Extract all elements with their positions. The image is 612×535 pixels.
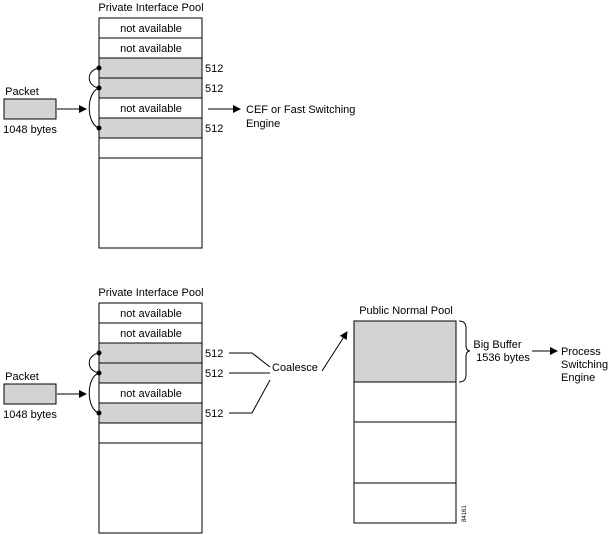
chain-link [88, 372, 100, 414]
pool-row-filled [98, 402, 203, 424]
row-size-label: 512 [205, 408, 223, 420]
pool-row-filled [98, 342, 203, 364]
top-engine-line2: Engine [246, 118, 280, 130]
pool-row-text: not available [120, 308, 182, 320]
bottom-chain-links [88, 350, 102, 416]
pool-row-text: not available [120, 328, 182, 340]
pool-row-text: not available [120, 103, 182, 115]
chain-dot [96, 410, 102, 416]
big-buffer-brace [458, 320, 471, 383]
chain-dot [96, 370, 102, 376]
public-pool-buffer-filled [353, 320, 457, 383]
bottom-packet-box [3, 383, 57, 405]
public-pool-title: Public Normal Pool [359, 305, 453, 317]
process-line3: Engine [561, 372, 595, 384]
bottom-packet-size: 1048 bytes [3, 409, 57, 421]
coalesce-label: Coalesce [272, 362, 318, 374]
pool-row-text: not available [120, 23, 182, 35]
bottom-private-pool: not available not available not availabl… [98, 302, 223, 534]
top-diagram: Private Interface Pool not available not… [3, 2, 358, 249]
big-buffer-line2: 1536 bytes [476, 352, 530, 364]
row-size-label: 512 [205, 368, 223, 380]
figure-id: 84161 [462, 505, 468, 522]
big-buffer-label: Big Buffer 1536 bytes [473, 339, 530, 364]
coalesce-arrow [321, 331, 348, 372]
top-private-pool: not available not available not availabl… [98, 17, 223, 249]
bottom-packet-label: Packet [5, 371, 39, 383]
bottom-pool-title: Private Interface Pool [98, 287, 203, 299]
chain-link [88, 67, 100, 89]
pool-row-filled [98, 57, 203, 79]
coalesce-lines [229, 352, 271, 414]
row-size-label: 512 [205, 83, 223, 95]
chain-dot [96, 65, 102, 71]
chain-dot [96, 125, 102, 131]
chain-dot [96, 85, 102, 91]
pool-row-text: not available [120, 43, 182, 55]
row-size-label: 512 [205, 348, 223, 360]
process-line2: Switching [561, 359, 608, 371]
coalesce-line [229, 352, 271, 368]
chain-link [88, 352, 100, 374]
top-pool-title: Private Interface Pool [98, 2, 203, 14]
row-size-label: 512 [205, 123, 223, 135]
pool-row-filled [98, 362, 203, 384]
public-normal-pool [353, 320, 457, 524]
pool-row [98, 137, 203, 159]
bottom-diagram: Private Interface Pool not available not… [3, 287, 611, 534]
chain-link [88, 87, 100, 129]
pool-row-large [98, 157, 203, 249]
public-pool-buffer [353, 421, 457, 484]
row-size-label: 512 [205, 63, 223, 75]
process-engine-label: Process Switching Engine [561, 346, 611, 384]
top-engine-label: CEF or Fast Switching Engine [246, 104, 358, 130]
top-chain-links [88, 65, 102, 131]
pool-row-filled [98, 117, 203, 139]
process-line1: Process [561, 346, 601, 358]
pool-row [98, 422, 203, 444]
top-packet-size: 1048 bytes [3, 124, 57, 136]
top-packet-label: Packet [5, 86, 39, 98]
chain-dot [96, 350, 102, 356]
pool-row-text: not available [120, 388, 182, 400]
top-packet-box [3, 98, 57, 120]
coalesce-line [229, 379, 271, 414]
big-buffer-line1: Big Buffer [473, 339, 521, 351]
pool-row-filled [98, 77, 203, 99]
public-pool-buffer [353, 381, 457, 423]
public-pool-buffer [353, 482, 457, 524]
pool-row-large [98, 442, 203, 534]
top-engine-line1: CEF or Fast Switching [246, 104, 355, 116]
